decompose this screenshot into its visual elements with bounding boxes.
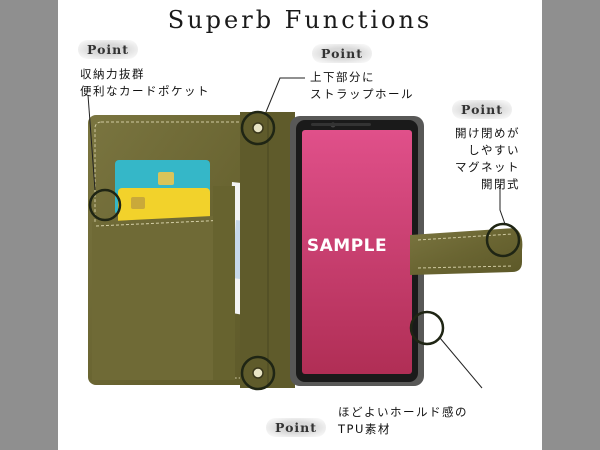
- sample-screen-label: SAMPLE: [306, 236, 388, 256]
- magnetic-strap: [410, 228, 523, 275]
- callout-line-tpu: [439, 337, 483, 389]
- callout-circle-tpu: [409, 310, 445, 346]
- point-desc-card-pocket: 収納力抜群 便利なカードポケット: [80, 66, 210, 100]
- tpu-phone-holder: [290, 116, 424, 386]
- page-title: Superb Functions: [167, 6, 433, 34]
- point-desc-strap-hole: 上下部分に ストラップホール: [310, 69, 414, 103]
- card-pocket-cards: [115, 160, 210, 226]
- point-tag-magnet: Point: [452, 100, 513, 119]
- point-tag-strap-hole: Point: [312, 44, 373, 63]
- point-desc-line: しやすい: [468, 143, 520, 157]
- point-desc-line: 便利なカードポケット: [80, 84, 210, 98]
- callout-circle-card-pocket: [88, 188, 122, 222]
- callout-line-card-pocket: [87, 94, 96, 191]
- callout-circle-magnet: [485, 222, 521, 258]
- callout-line-strap: [265, 77, 305, 113]
- card-pocket-front: [92, 186, 235, 380]
- point-desc-line: 開閉式: [481, 177, 520, 191]
- case-spine: [240, 112, 295, 388]
- point-tag-card-pocket: Point: [78, 40, 139, 59]
- point-desc-line: 上下部分に: [310, 70, 375, 84]
- callout-circle-strap-top: [240, 110, 276, 146]
- point-desc-tpu: ほどよいホールド感の TPU素材: [338, 404, 468, 438]
- callout-line-magnet: [499, 185, 506, 225]
- point-desc-line: ストラップホール: [310, 87, 414, 101]
- point-tag-tpu: Point: [266, 418, 327, 437]
- point-desc-line: ほどよいホールド感の: [338, 405, 468, 419]
- point-desc-line: 収納力抜群: [80, 67, 145, 81]
- point-desc-magnet: 開け閉めが しやすい マグネット 開閉式: [420, 125, 520, 193]
- point-desc-line: 開け閉めが: [455, 126, 520, 140]
- point-desc-line: TPU素材: [338, 422, 391, 436]
- callout-circle-strap-bottom: [240, 355, 276, 391]
- point-desc-line: マグネット: [455, 160, 520, 174]
